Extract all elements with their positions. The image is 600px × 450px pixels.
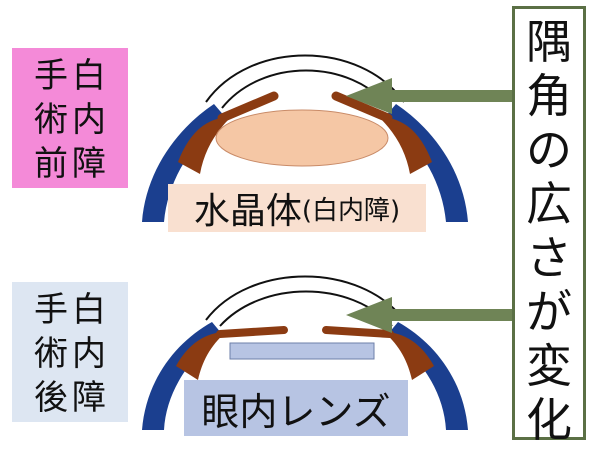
preop-iris [217, 91, 279, 123]
label-column-right: 白 内 障 [72, 54, 106, 184]
angle-box-char: 変 [526, 339, 572, 393]
intraocular-lens-caption: 眼内レンズ [184, 380, 408, 436]
label-char: 障 [72, 378, 106, 418]
crystalline-lens [215, 109, 389, 167]
preop-iris [331, 91, 393, 123]
caption-sub: (白内障) [301, 195, 401, 226]
preop-ciliary-body [178, 117, 230, 174]
angle-box-char: 広 [526, 177, 572, 231]
postop-cataract-label: 白 内 障 手 術 後 [12, 282, 128, 422]
postop-eye [142, 275, 468, 430]
angle-box-char: が [526, 285, 572, 339]
angle-box-char: の [526, 123, 572, 177]
label-char: 後 [34, 378, 68, 418]
angle-box-char: 隅 [526, 15, 572, 69]
label-char: 内 [72, 100, 106, 140]
preop-eye [142, 54, 468, 222]
label-char: 白 [72, 56, 106, 96]
label-char: 障 [72, 144, 106, 184]
label-char: 内 [72, 334, 106, 374]
angle-change-box: 隅 角 の 広 さ が 変 化 [512, 6, 586, 447]
angle-box-char: 化 [526, 393, 572, 447]
label-column-left: 手 術 後 [34, 288, 68, 418]
angle-arrow-bottom [346, 297, 512, 333]
angle-arrow-top [346, 78, 512, 114]
label-char: 前 [34, 144, 68, 184]
postop-iris [322, 326, 394, 338]
postop-iris [216, 326, 288, 338]
preop-cataract-label: 白 内 障 手 術 前 [12, 48, 128, 188]
postop-ciliary-body [384, 332, 434, 380]
label-char: 手 [34, 56, 68, 96]
intraocular-lens [229, 342, 375, 360]
label-char: 手 [34, 290, 68, 330]
postop-ciliary-body [176, 332, 226, 380]
angle-box-char: 角 [526, 69, 572, 123]
label-char: 白 [72, 290, 106, 330]
preop-ciliary-body [380, 117, 432, 174]
angle-box-char: さ [526, 231, 572, 285]
crystalline-lens-caption: 水晶体(白内障) [168, 184, 426, 232]
label-char: 術 [34, 334, 68, 374]
caption-main: 水晶体 [193, 191, 302, 232]
label-column-right: 白 内 障 [72, 288, 106, 418]
label-char: 術 [34, 100, 68, 140]
label-column-left: 手 術 前 [34, 54, 68, 184]
